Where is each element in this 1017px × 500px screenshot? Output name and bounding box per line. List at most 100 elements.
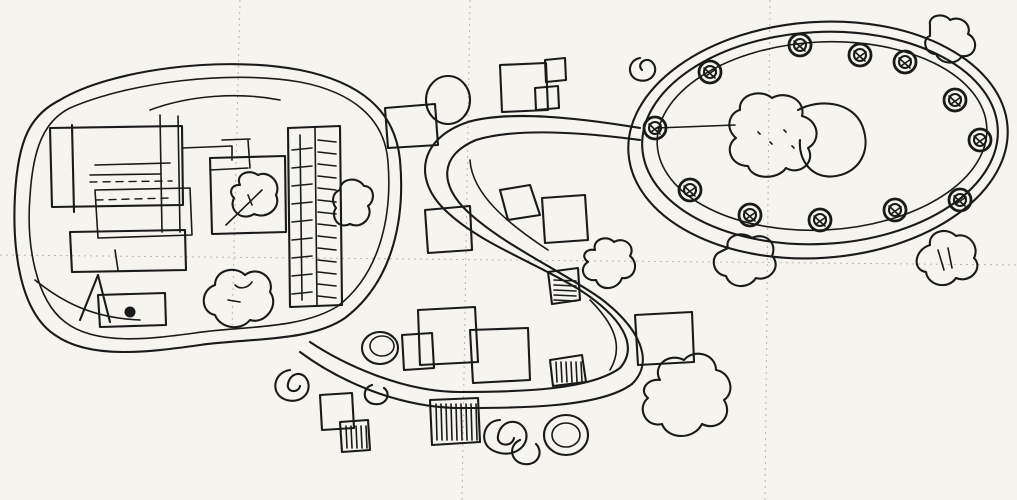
hatched-square <box>345 425 368 449</box>
tree-inner-a-branch <box>225 189 263 226</box>
pavilion-k <box>468 326 532 385</box>
round-elements <box>274 56 657 466</box>
pavilion-e <box>423 204 474 255</box>
hatched-square <box>553 279 577 302</box>
left-bubble-outline <box>13 63 403 354</box>
pavilion-n <box>318 391 356 432</box>
hatch-line <box>291 291 313 295</box>
pavilion-d <box>533 84 561 112</box>
hatch-line <box>291 165 313 169</box>
tree-outer-d-marks <box>937 247 953 271</box>
hatch-line <box>317 151 337 155</box>
hatch-line <box>317 139 337 143</box>
round-b-inner <box>369 335 395 357</box>
tall-block-divider <box>299 127 318 306</box>
tall-block-outline <box>286 124 344 309</box>
left-building-bubble <box>13 63 403 354</box>
plaza-tree-12 <box>697 59 723 85</box>
building-outline-f <box>208 154 288 236</box>
entrance-triangle <box>78 273 112 324</box>
hatch-line <box>317 175 337 179</box>
central-tree-dots <box>757 129 795 149</box>
oval-middle <box>641 30 999 246</box>
pavilion-i <box>416 305 480 367</box>
tree-inner-c-detail <box>227 281 253 303</box>
hatch-line <box>317 295 337 299</box>
swirl-shrub-d <box>363 383 389 406</box>
plaza-tree-5 <box>967 127 993 153</box>
plaza-tree-2 <box>847 42 873 68</box>
round-b <box>360 330 400 366</box>
building-outline-g <box>209 138 251 171</box>
round-c-inner <box>551 422 581 448</box>
pavilion-h <box>546 266 582 306</box>
hatch-line <box>291 255 313 259</box>
pavilion-l <box>548 353 588 388</box>
tree-outer-d <box>915 229 979 287</box>
hatch-line <box>291 219 313 223</box>
entrance-dot <box>124 306 136 318</box>
central-tree-right <box>796 102 867 178</box>
building-outline-h <box>181 145 233 161</box>
building-outline-i <box>89 162 171 176</box>
hatch-line <box>317 271 337 275</box>
tree-outer-a <box>641 352 732 438</box>
building-outline-b <box>70 123 76 214</box>
square-hatches <box>345 279 583 449</box>
plaza-axis-line <box>655 124 736 129</box>
pavilion-p <box>428 396 482 447</box>
hatch-line <box>291 237 313 241</box>
plaza-tree-10 <box>677 177 703 203</box>
tall-block-hatch <box>291 139 337 299</box>
tree-inner-c <box>202 268 275 329</box>
round-a <box>424 74 472 126</box>
hatched-square <box>435 403 478 441</box>
entrance-path <box>34 279 141 321</box>
building-dashed-lines <box>89 180 173 201</box>
plaza-ring-trees <box>642 32 993 233</box>
building-outline-d <box>68 228 188 274</box>
hatch-line <box>317 235 337 239</box>
plaza-tree-7 <box>882 197 908 223</box>
hatch-line <box>317 259 337 263</box>
hatched-square <box>555 361 583 383</box>
tree-outer-e <box>924 14 977 64</box>
hatch-line <box>291 273 313 277</box>
plaza-tree-4 <box>942 87 968 113</box>
pavilion-f <box>498 183 542 222</box>
pavilion-g <box>540 193 590 245</box>
hatch-line <box>317 163 337 167</box>
plaza-tree-9 <box>737 202 763 228</box>
pavilion-o <box>338 418 372 454</box>
hatch-line <box>317 187 337 191</box>
hatch-line <box>291 201 313 205</box>
tree-outer-b <box>581 237 637 290</box>
building-outline-j <box>159 114 181 233</box>
pavilion-c <box>543 56 568 84</box>
hatch-line <box>317 283 337 287</box>
entrance-box <box>96 291 168 329</box>
plaza-tree-8 <box>807 207 833 233</box>
pavilion-m <box>633 310 696 367</box>
left-bubble-arc <box>149 94 281 111</box>
building-outline-c <box>94 187 193 239</box>
promenade-edge-outer <box>308 114 642 394</box>
tree-outer-c <box>712 233 777 288</box>
pavilion-squares <box>318 56 696 454</box>
left-bubble-inner-outline <box>28 76 390 340</box>
building-outline-e <box>114 249 119 271</box>
oval-plaza <box>627 20 1009 260</box>
hatch-line <box>317 247 337 251</box>
central-tree <box>728 92 818 178</box>
pavilion-a <box>383 102 440 150</box>
round-c <box>542 413 590 457</box>
building-outline-a <box>48 124 185 209</box>
plaza-tree-6 <box>947 187 973 213</box>
oval-outer <box>627 20 1009 260</box>
outer-trees <box>581 14 979 438</box>
hatch-line <box>317 223 337 227</box>
plaza-tree-11 <box>642 115 668 141</box>
